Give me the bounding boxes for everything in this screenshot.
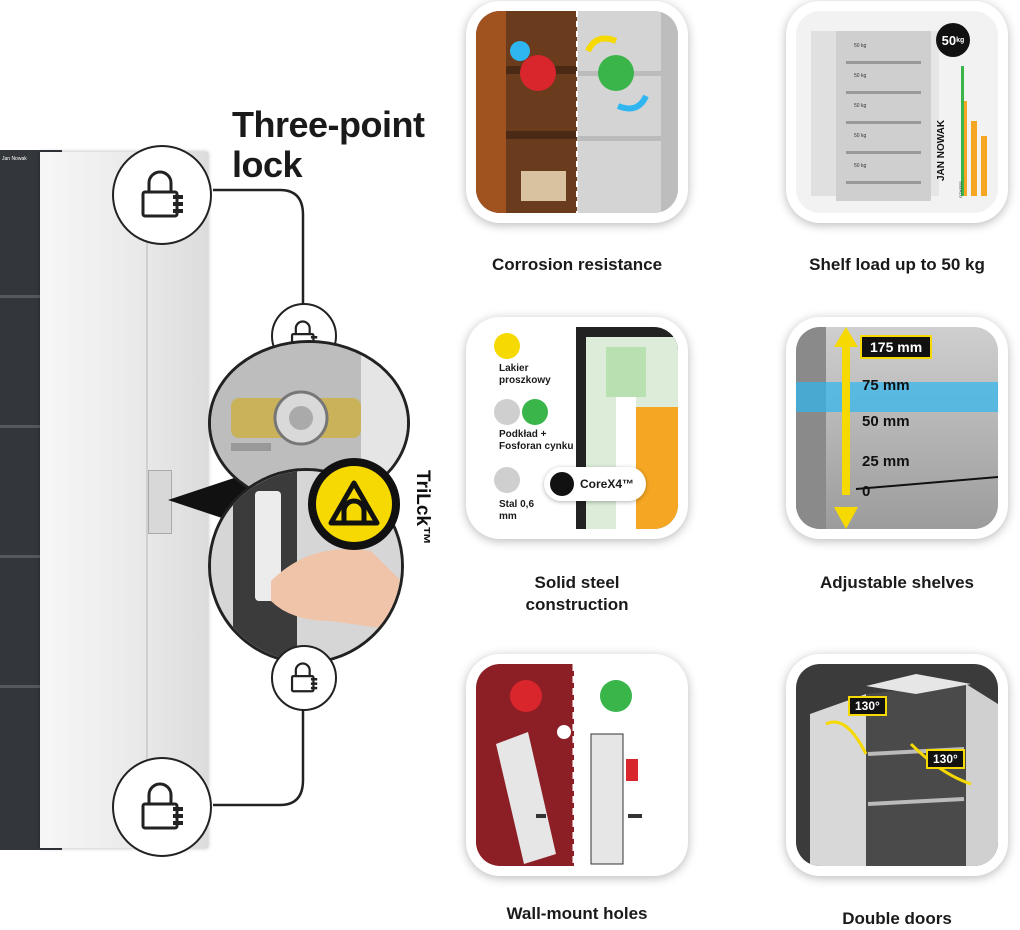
- angle-left: 130°: [848, 696, 887, 716]
- primer-icon: [494, 399, 520, 425]
- mark-50: 50 mm: [862, 413, 910, 430]
- mark-75: 75 mm: [862, 377, 910, 394]
- feature-card-corrosion: [466, 1, 688, 223]
- feature-card-wall-mount: [466, 654, 688, 876]
- padlock-icon: [141, 170, 183, 218]
- lock-point-bottom: [112, 757, 212, 857]
- brand-vertical: JAN NOWAK: [936, 119, 947, 181]
- door-seam: [146, 152, 148, 848]
- caption-wall-mount: Wall-mount holes: [506, 904, 648, 923]
- trilock-icon: [328, 480, 380, 526]
- lock-point-lower: [271, 645, 337, 711]
- cabinet-shelf: [0, 295, 40, 298]
- caption-shelf-load: Shelf load up to 50 kg: [809, 255, 985, 274]
- caption-corrosion: Corrosion resistance: [491, 255, 663, 274]
- shelf-weight: 50 kg: [854, 103, 867, 109]
- shelf-weight: 50 kg: [854, 43, 867, 49]
- lock-title: Three-point lock: [232, 104, 425, 185]
- feature-card-adjustable: 175 mm 75 mm 50 mm 25 mm 0: [786, 317, 1008, 539]
- spray-icon: [494, 333, 520, 359]
- caption-double-doors: Double doors: [842, 909, 952, 928]
- lock-point-top: [112, 145, 212, 245]
- layer-primer: Podkład + Fosforan cynku: [499, 429, 574, 452]
- others-label: OTHERS: [958, 181, 963, 198]
- layer-steel: Stal 0,6 mm: [499, 499, 535, 522]
- mark-0: 0: [862, 483, 871, 500]
- zinc-icon: [522, 399, 548, 425]
- steel-brand: Jan Nowak: [550, 322, 575, 328]
- cabinet-shelf: [0, 425, 40, 428]
- corex-icon: [550, 472, 574, 496]
- mark-175: 175 mm: [860, 335, 933, 359]
- padlock-icon: [141, 782, 183, 830]
- cabinet-brand: Jan Nowak: [2, 156, 27, 162]
- layer-paint: Lakier proszkowy: [499, 363, 551, 386]
- caption-steel: Solid steel construction: [525, 573, 629, 614]
- corex-badge: CoreX4™: [544, 467, 647, 501]
- mark-25: 25 mm: [862, 453, 910, 470]
- caption-adjustable: Adjustable shelves: [819, 573, 974, 592]
- handle-photo: [208, 468, 404, 664]
- feature-card-steel: Jan Nowak Lakier proszkowy Podkład + Fos…: [466, 317, 688, 539]
- corex-label: CoreX4™: [580, 477, 635, 491]
- shelf-weight: 50 kg: [854, 163, 867, 169]
- feature-card-double-doors: 130° 130°: [786, 654, 1008, 876]
- shelf-weight: 50 kg: [854, 73, 867, 79]
- cabinet-shelf: [0, 555, 40, 558]
- trilock-badge: [308, 458, 400, 550]
- cabinet-shelf: [0, 685, 40, 688]
- angle-right: 130°: [926, 749, 965, 769]
- load-unit: kg: [956, 36, 965, 44]
- trilock-label: TriLck™: [412, 470, 433, 545]
- shelf-weight: 50 kg: [854, 133, 867, 139]
- padlock-icon: [290, 662, 318, 693]
- trilock-label-wrap: TriLck™: [405, 470, 435, 600]
- load-value: 50: [941, 32, 957, 48]
- steel-icon: [494, 467, 520, 493]
